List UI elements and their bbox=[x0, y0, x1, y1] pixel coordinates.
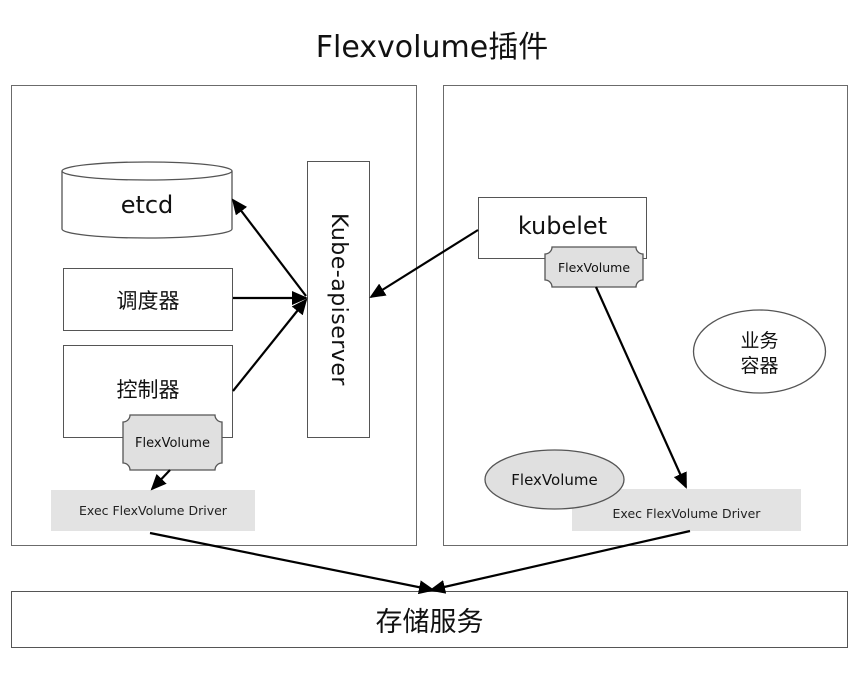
controller-box: 控制器 bbox=[63, 345, 233, 438]
kubelet-label: kubelet bbox=[517, 212, 608, 240]
master-driver-box: Exec FlexVolume Driver bbox=[51, 490, 255, 531]
storage-service-label: 存储服务 bbox=[375, 607, 484, 638]
worker-node-panel bbox=[443, 85, 848, 546]
worker-driver-label: Exec FlexVolume Driver bbox=[612, 505, 761, 521]
scheduler-box: 调度器 bbox=[63, 268, 233, 331]
storage-service-box: 存储服务 bbox=[11, 591, 848, 648]
scheduler-label: 调度器 bbox=[116, 288, 180, 313]
apiserver-box: Kube-apiserver bbox=[307, 161, 370, 438]
controller-label: 控制器 bbox=[116, 378, 180, 402]
apiserver-label: Kube-apiserver bbox=[326, 213, 351, 386]
master-driver-label: Exec FlexVolume Driver bbox=[79, 503, 227, 518]
kubelet-box: kubelet bbox=[478, 197, 647, 259]
worker-driver-box: Exec FlexVolume Driver bbox=[572, 489, 801, 531]
diagram-title: Flexvolume插件 bbox=[315, 30, 549, 65]
